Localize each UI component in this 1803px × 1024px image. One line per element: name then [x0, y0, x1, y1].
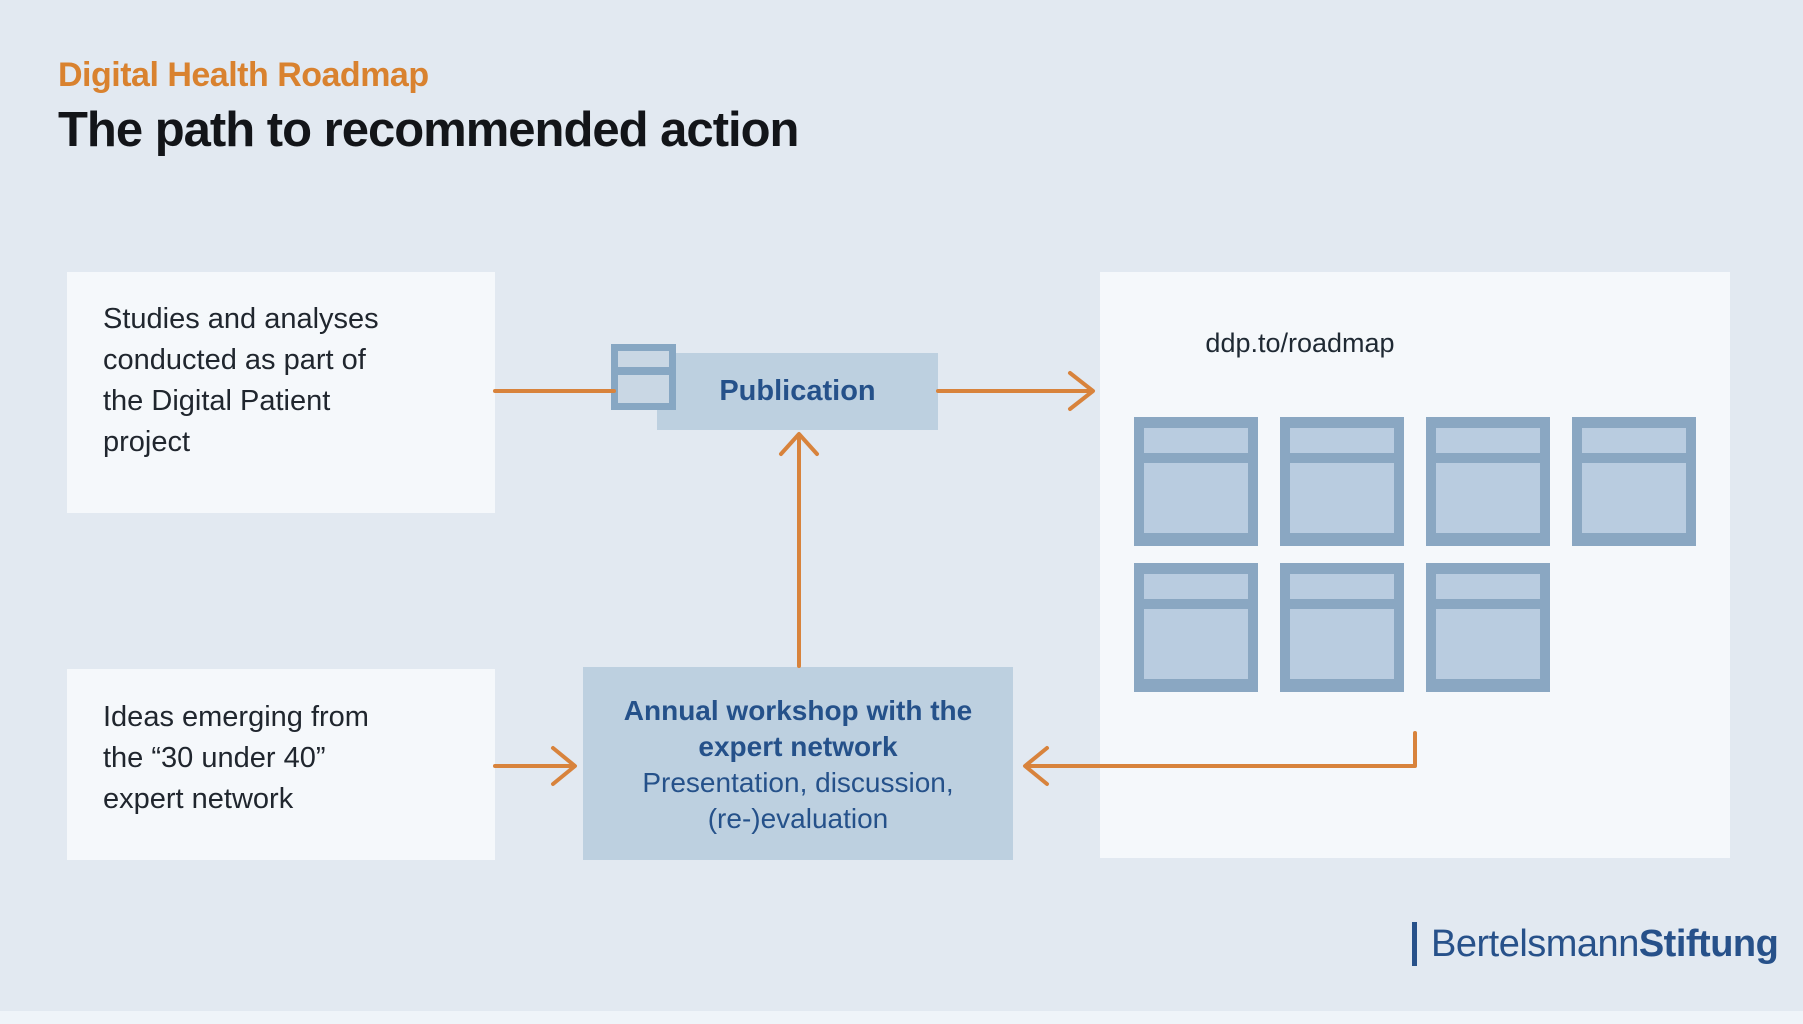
workshop-title: Annual workshop with the expert network	[623, 695, 973, 762]
document-card-icon	[1134, 417, 1258, 546]
arrow-workshop-to-publication	[779, 432, 819, 668]
bottom-strip	[0, 1011, 1803, 1024]
document-card-icon	[1426, 417, 1550, 546]
ideas-box-text: Ideas emerging from the “30 under 40” ex…	[103, 701, 369, 815]
studies-box: Studies and analyses conducted as part o…	[67, 272, 495, 513]
workshop-subtitle: Presentation, discussion, (re-)evaluatio…	[642, 767, 954, 834]
card-header-stripe	[1436, 574, 1540, 599]
card-header-stripe	[1582, 428, 1686, 453]
publication-document-icon	[611, 344, 676, 410]
card-header-stripe	[1436, 428, 1540, 453]
arrow-publication-to-roadmap	[936, 371, 1095, 411]
roadmap-url: ddp.to/roadmap	[1205, 328, 1395, 358]
publication-label: Publication	[719, 375, 876, 407]
card-header-stripe	[1144, 428, 1248, 453]
publication-box: Publication	[657, 353, 938, 430]
page-title: The path to recommended action	[58, 103, 799, 157]
card-body-block	[1290, 609, 1394, 679]
card-body-block	[1144, 609, 1248, 679]
brand-logo: BertelsmannStiftung	[1412, 922, 1779, 966]
document-icon-body	[618, 375, 669, 403]
card-header-stripe	[1290, 574, 1394, 599]
card-body-block	[1436, 609, 1540, 679]
document-grid	[1134, 417, 1696, 692]
card-body-block	[1144, 463, 1248, 533]
studies-box-text: Studies and analyses conducted as part o…	[103, 303, 379, 458]
card-body-block	[1290, 463, 1394, 533]
document-card-icon	[1572, 417, 1696, 546]
document-card-icon	[1134, 563, 1258, 692]
brand-name-regular: Bertelsmann	[1431, 922, 1639, 965]
document-card-icon	[1426, 563, 1550, 692]
brand-logo-bar	[1412, 922, 1417, 966]
card-body-block	[1582, 463, 1686, 533]
card-header-stripe	[1144, 574, 1248, 599]
arrow-ideas-to-workshop	[493, 746, 577, 786]
document-card-icon	[1280, 563, 1404, 692]
eyebrow-title: Digital Health Roadmap	[58, 56, 429, 94]
card-body-block	[1436, 463, 1540, 533]
document-card-icon	[1280, 417, 1404, 546]
document-icon-header	[618, 351, 669, 367]
ideas-box: Ideas emerging from the “30 under 40” ex…	[67, 669, 495, 860]
workshop-box: Annual workshop with the expert network …	[583, 667, 1013, 860]
card-header-stripe	[1290, 428, 1394, 453]
brand-name-bold: Stiftung	[1638, 922, 1779, 965]
